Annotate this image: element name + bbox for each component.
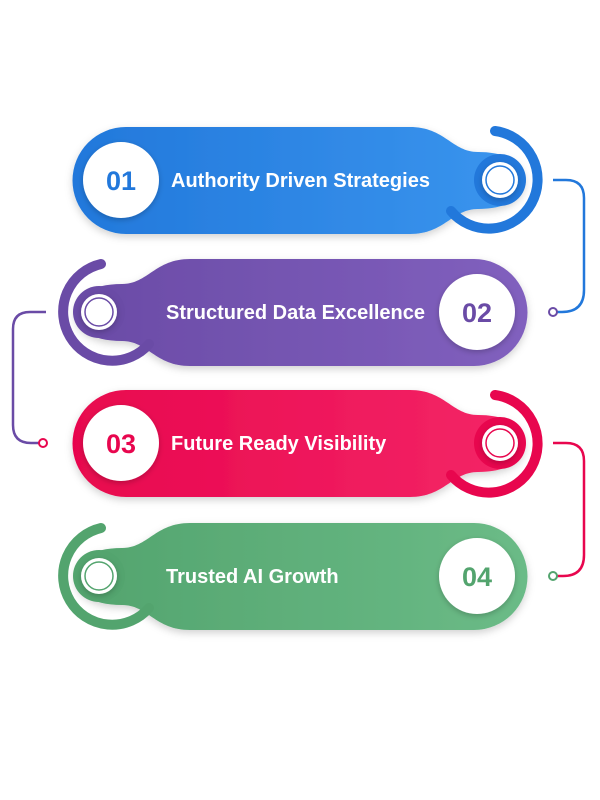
step-number: 04 bbox=[462, 562, 492, 592]
step-number-circle bbox=[83, 142, 159, 218]
step-3: 03 Future Ready Visibility bbox=[72, 390, 543, 498]
step-number-circle bbox=[439, 538, 515, 614]
connector-dot bbox=[548, 571, 558, 581]
connector-dot bbox=[548, 307, 558, 317]
connector-3-4 bbox=[548, 441, 586, 581]
ring-inner-icon bbox=[84, 297, 114, 327]
connector-line bbox=[553, 441, 586, 578]
step-number-circle bbox=[83, 405, 159, 481]
step-banner bbox=[75, 523, 528, 630]
step-1: 01 Authority Driven Strategies bbox=[72, 126, 543, 234]
step-number: 03 bbox=[106, 429, 136, 459]
step-label: Authority Driven Strategies bbox=[171, 170, 430, 192]
ring-inner-icon bbox=[485, 165, 515, 195]
step-label: Trusted AI Growth bbox=[166, 566, 339, 588]
connector-dot bbox=[38, 438, 48, 448]
step-banner bbox=[72, 127, 525, 234]
step-number: 01 bbox=[106, 166, 136, 196]
connector-1-2 bbox=[548, 178, 586, 317]
decorative-arc-icon bbox=[58, 523, 154, 630]
decorative-arc-icon bbox=[446, 390, 543, 498]
step-banner bbox=[75, 259, 528, 366]
decorative-arc-icon bbox=[446, 126, 543, 234]
decorative-arc-icon bbox=[58, 259, 154, 366]
step-number-circle bbox=[439, 274, 515, 350]
step-label: Structured Data Excellence bbox=[166, 302, 425, 324]
ring-inner-icon bbox=[485, 428, 515, 458]
step-banner bbox=[72, 390, 525, 497]
connector-2-3 bbox=[11, 310, 48, 448]
step-4: 04 Trusted AI Growth bbox=[58, 523, 528, 630]
step-2: 02 Structured Data Excellence bbox=[58, 259, 528, 366]
connector-line bbox=[11, 310, 46, 445]
ring-inner-icon bbox=[84, 561, 114, 591]
step-number: 02 bbox=[462, 298, 492, 328]
connector-line bbox=[553, 178, 586, 314]
step-label: Future Ready Visibility bbox=[171, 433, 387, 455]
